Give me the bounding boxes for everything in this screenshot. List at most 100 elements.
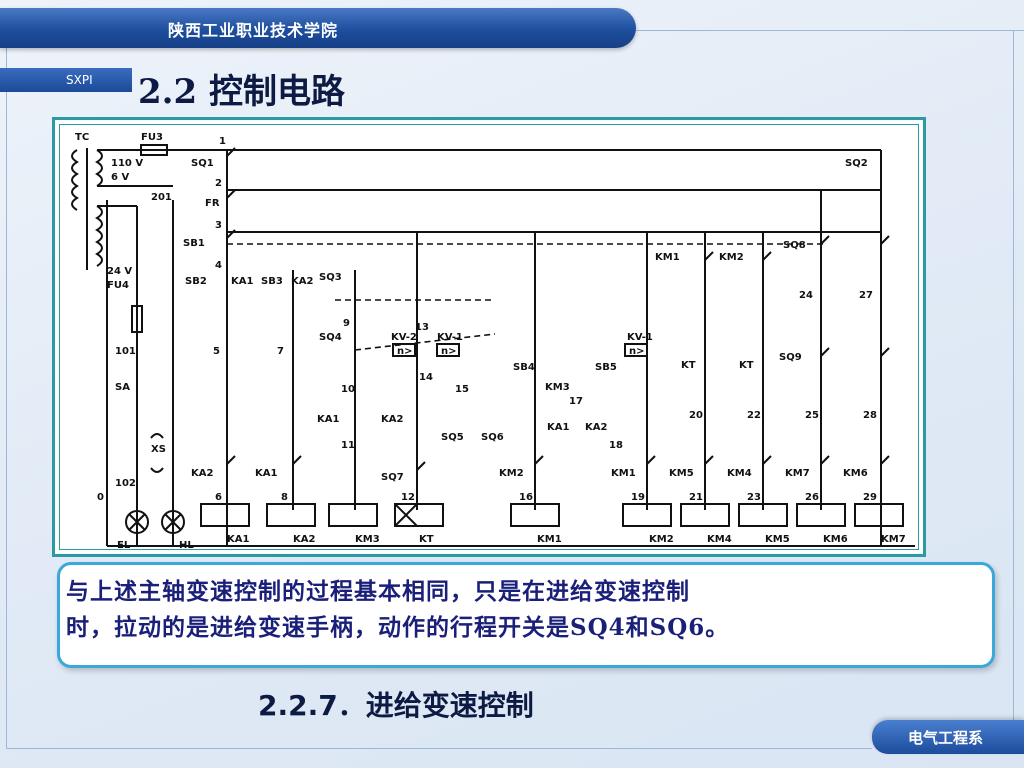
label-fr: FR <box>205 198 220 209</box>
label-n6: 6 <box>215 492 222 503</box>
label-coil-km5: KM5 <box>765 534 790 545</box>
label-n20: 20 <box>689 410 703 421</box>
sxpi-bar <box>0 68 132 92</box>
label-ka2-mid: KA2 <box>585 422 607 433</box>
label-101: 101 <box>115 346 136 357</box>
label-nrel3: n> <box>629 346 645 357</box>
label-n2: 2 <box>215 178 222 189</box>
frame-line-bottom <box>6 748 872 749</box>
speed-relay-2 <box>436 343 460 357</box>
label-kt2: KT <box>739 360 754 371</box>
label-n29: 29 <box>863 492 877 503</box>
speed-relay-1 <box>392 343 416 357</box>
label-sq5: SQ5 <box>441 432 464 443</box>
label-110v: 110 V <box>111 158 143 169</box>
label-n7: 7 <box>277 346 284 357</box>
label-sa: SA <box>115 382 130 393</box>
label-n13: 13 <box>415 322 429 333</box>
label-km2-low: KM2 <box>499 468 524 479</box>
frame-line-right <box>1013 30 1014 720</box>
label-n21: 21 <box>689 492 703 503</box>
label-ka1-mid: KA1 <box>547 422 569 433</box>
fuse-fu4 <box>131 305 143 333</box>
label-sq9: SQ9 <box>779 352 802 363</box>
contact-ticks <box>226 147 890 471</box>
label-km5-low: KM5 <box>669 468 694 479</box>
label-n8: 8 <box>281 492 288 503</box>
label-fu4: FU4 <box>107 280 129 291</box>
sxpi-label: SXPI <box>66 73 93 87</box>
label-n10: 10 <box>341 384 355 395</box>
dashed-link-sq4 <box>354 333 496 351</box>
department-label: 电气工程系 <box>908 729 984 747</box>
speed-relay-3 <box>624 343 648 357</box>
label-sq1: SQ1 <box>191 158 214 169</box>
note-line-2: 时，拉动的是进给变速手柄，动作的行程开关是SQ4和SQ6。 <box>66 614 730 641</box>
note-text: 与上述主轴变速控制的过程基本相同，只是在进给变速控制 时，拉动的是进给变速手柄，… <box>66 574 976 646</box>
label-n14: 14 <box>419 372 433 383</box>
label-24v: 24 V <box>107 266 132 277</box>
label-coil-ka1: KA1 <box>227 534 249 545</box>
department-badge <box>872 720 1024 754</box>
transformer-secondary <box>86 148 103 270</box>
label-n15: 15 <box>455 384 469 395</box>
label-n12: 12 <box>401 492 415 503</box>
label-ka1-v: KA1 <box>317 414 339 425</box>
note-line-1: 与上述主轴变速控制的过程基本相同，只是在进给变速控制 <box>66 578 690 605</box>
label-sq6: SQ6 <box>481 432 504 443</box>
label-ka1-low: KA1 <box>255 468 277 479</box>
label-coil-km1: KM1 <box>537 534 562 545</box>
label-sb3: SB3 <box>261 276 283 287</box>
label-sb2: SB2 <box>185 276 207 287</box>
label-nrel2: n> <box>441 346 457 357</box>
socket-xs <box>150 433 164 473</box>
label-n4: 4 <box>215 260 222 271</box>
lamp-el <box>125 510 149 534</box>
label-kv1b: KV-1 <box>627 332 653 343</box>
diagram-inner-border <box>59 124 919 550</box>
section-title: 2.2 控制电路 <box>138 72 345 112</box>
label-km6-low: KM6 <box>843 468 868 479</box>
label-sq7: SQ7 <box>381 472 404 483</box>
label-hl: HL <box>179 540 194 551</box>
label-sq2: SQ2 <box>845 158 868 169</box>
label-sq3: SQ3 <box>319 272 342 283</box>
label-sb4: SB4 <box>513 362 535 373</box>
label-tc: TC <box>75 132 89 143</box>
label-km4-low: KM4 <box>727 468 752 479</box>
lamp-hl <box>161 510 185 534</box>
label-km2-top: KM2 <box>719 252 744 263</box>
label-sq8: SQ8 <box>783 240 806 251</box>
label-201: 201 <box>151 192 172 203</box>
label-coil-km6: KM6 <box>823 534 848 545</box>
label-ka1-top: KA1 <box>231 276 253 287</box>
label-xs: XS <box>151 444 166 455</box>
label-102: 102 <box>115 478 136 489</box>
label-km1-top: KM1 <box>655 252 680 263</box>
transformer-primary <box>71 149 79 211</box>
label-coil-ka2: KA2 <box>293 534 315 545</box>
label-kv1a: KV-1 <box>437 332 463 343</box>
label-nrel1: n> <box>397 346 413 357</box>
frame-line-left <box>6 48 7 748</box>
label-coil-km4: KM4 <box>707 534 732 545</box>
label-coil-km2: KM2 <box>649 534 674 545</box>
circuit-diagram: TC FU3 110 V 6 V 201 24 V FU4 101 SA XS … <box>52 117 926 557</box>
label-n17: 17 <box>569 396 583 407</box>
label-sb1: SB1 <box>183 238 205 249</box>
note-box <box>57 562 995 668</box>
label-kv2: KV-2 <box>391 332 417 343</box>
label-km1-low: KM1 <box>611 468 636 479</box>
subsection-title: 2.2.7．进给变速控制 <box>258 689 534 722</box>
label-n19: 19 <box>631 492 645 503</box>
label-fu3: FU3 <box>141 132 163 143</box>
label-el: EL <box>117 540 131 551</box>
circuit-diagram-svg: TC FU3 110 V 6 V 201 24 V FU4 101 SA XS … <box>71 132 915 551</box>
label-sq4: SQ4 <box>319 332 342 343</box>
label-n3: 3 <box>215 220 222 231</box>
label-6v: 6 V <box>111 172 129 183</box>
label-coil-km3: KM3 <box>355 534 380 545</box>
label-n28: 28 <box>863 410 877 421</box>
label-coil-kt: KT <box>419 534 434 545</box>
label-kt1: KT <box>681 360 696 371</box>
